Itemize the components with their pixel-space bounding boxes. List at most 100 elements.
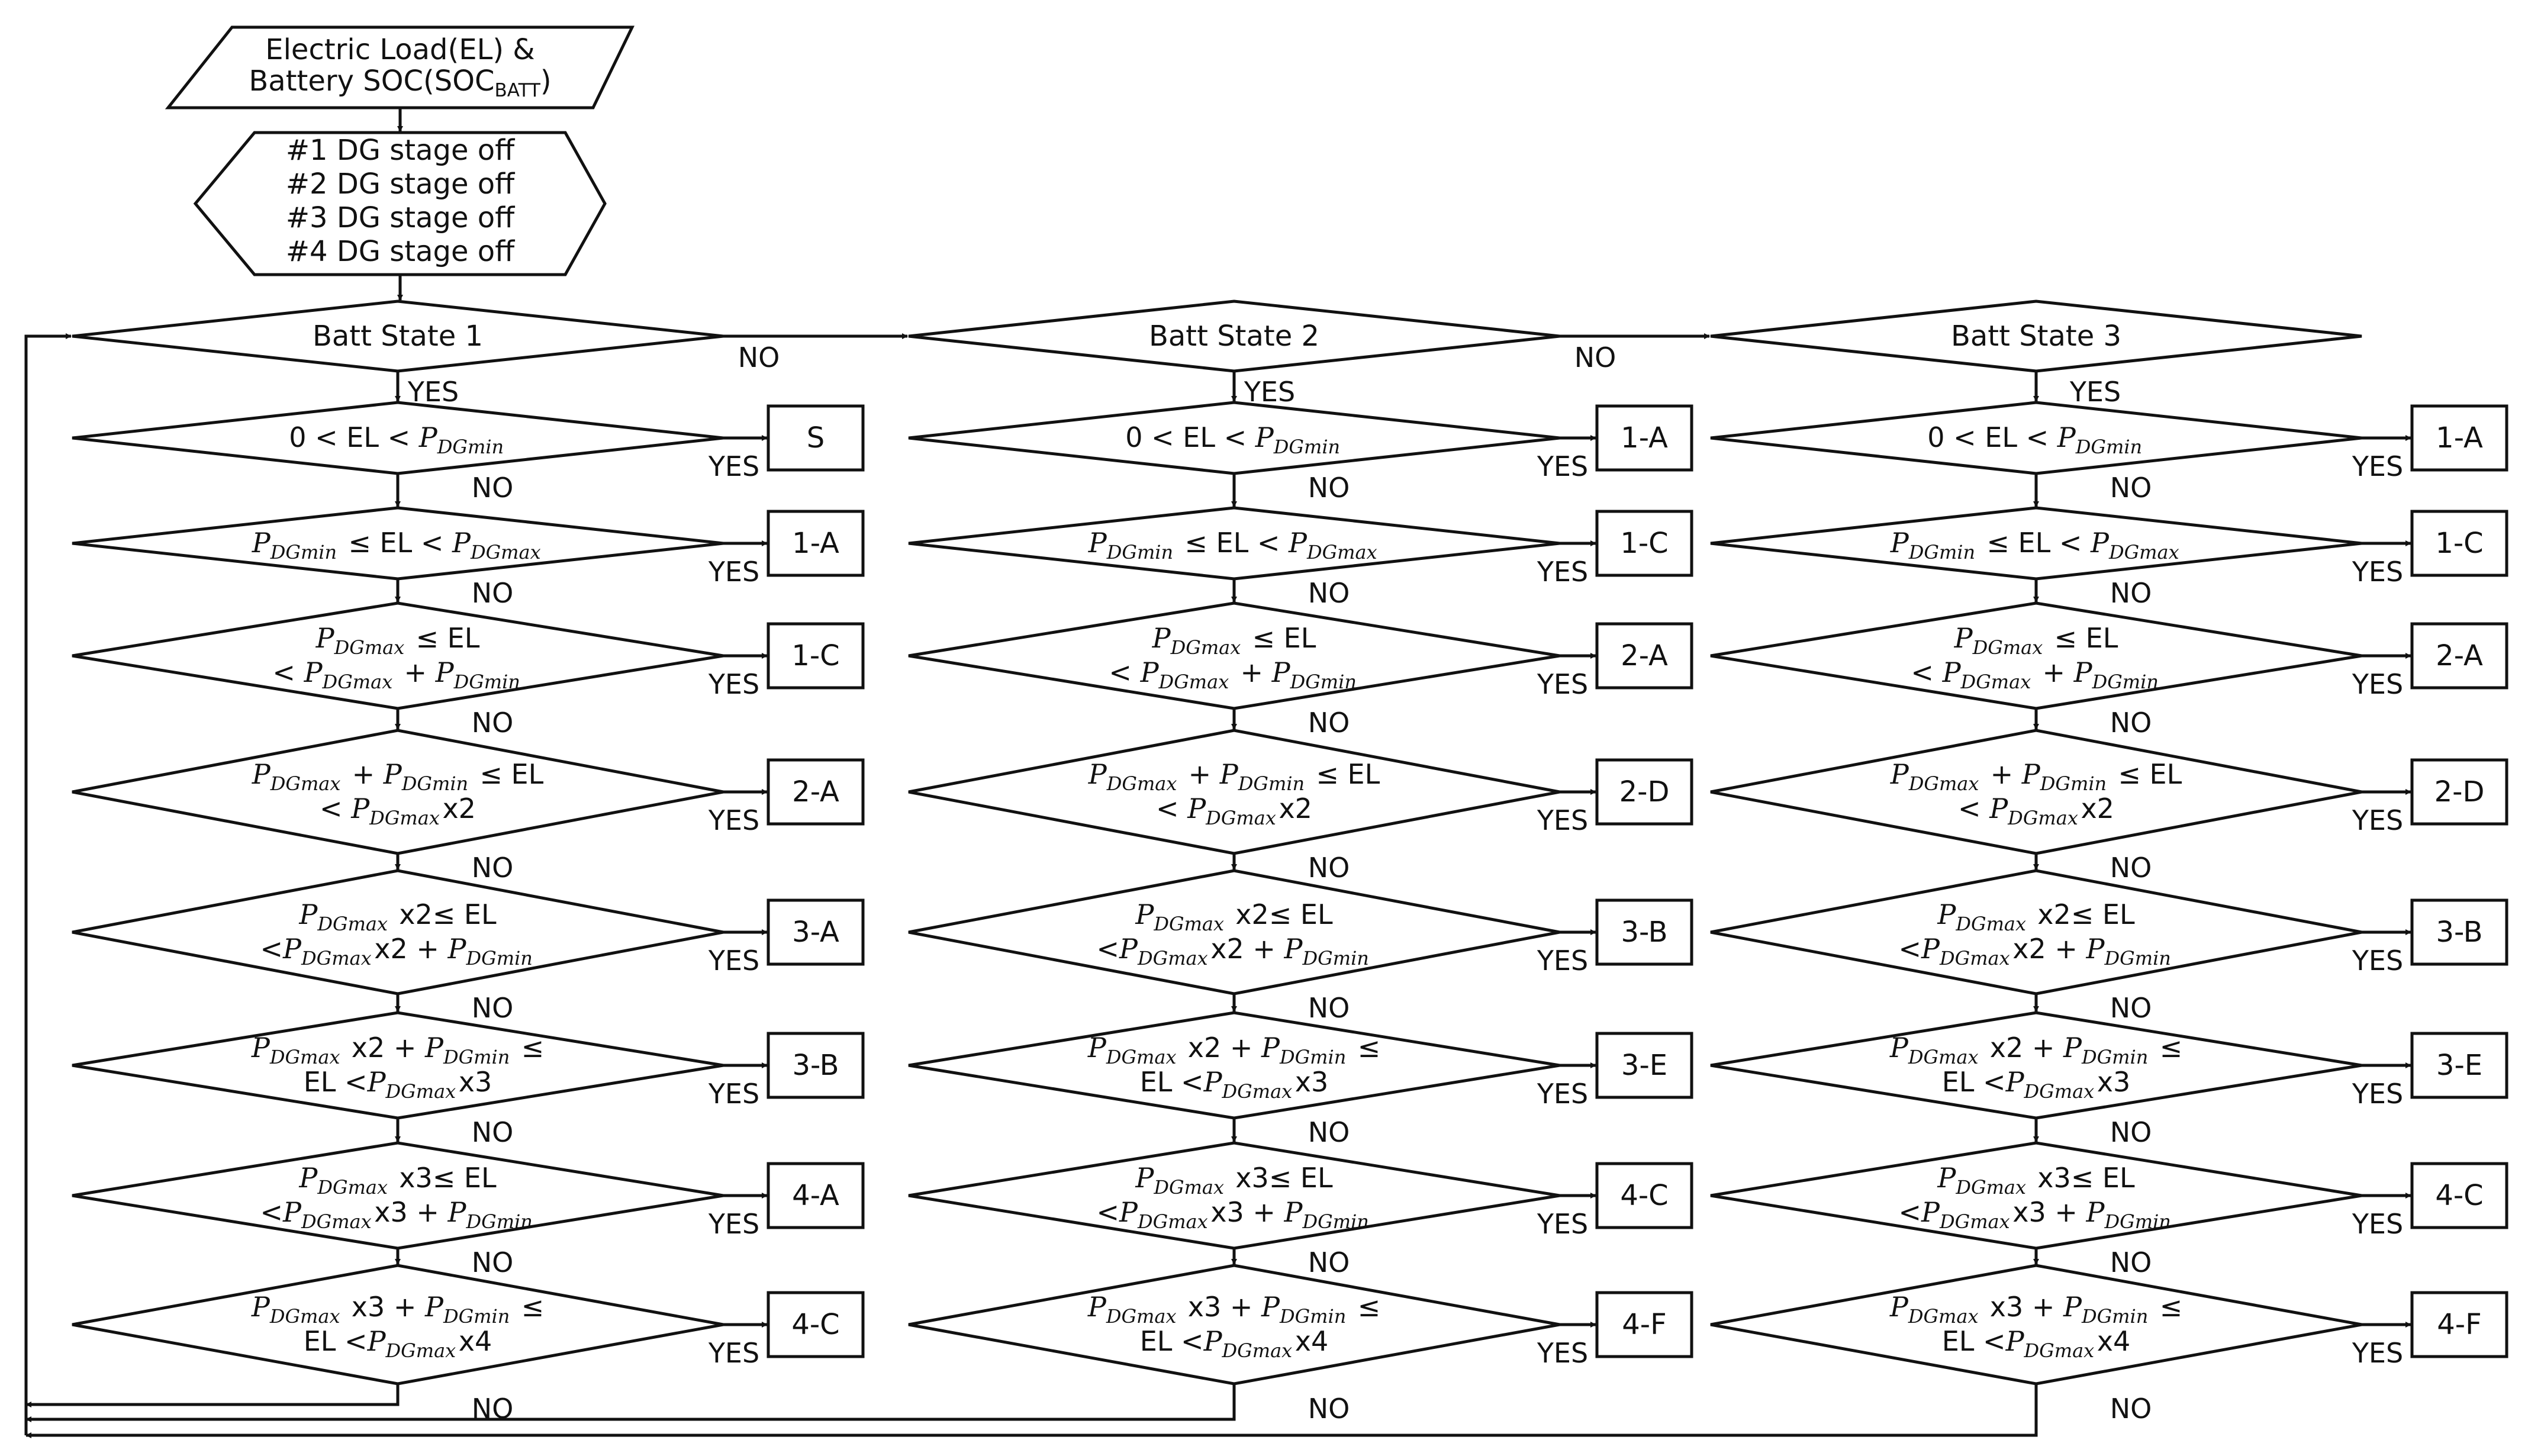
- loop-back-s1: [25, 1384, 400, 1407]
- input-line-2: Battery SOC(SOCBATT): [249, 65, 551, 101]
- outcome-box-s2-r2: [1595, 510, 1693, 577]
- state-1-no-label: NO: [738, 342, 780, 373]
- condition-text-s1-r3: PDGmax ≤ EL< PDGmax + PDGmin: [272, 622, 523, 693]
- batt-state-1-label: Batt State 1: [313, 320, 483, 353]
- condition-text-s1-r2: PDGmin ≤ EL < PDGmax: [252, 527, 543, 563]
- yes-label-s1-r7: YES: [708, 1208, 759, 1240]
- outcome-box-s2-r8: [1595, 1291, 1693, 1358]
- outcome-box-s3-r2: [2410, 510, 2508, 577]
- outcome-box-s1-r4: [767, 758, 865, 826]
- condition-text-s3-r2: PDGmin ≤ EL < PDGmax: [1890, 527, 2182, 563]
- batt-state-3-diamond: [1710, 299, 2362, 373]
- condition-text-s2-r6: PDGmax x2 + PDGmin ≤EL <PDGmax x3: [1087, 1032, 1380, 1103]
- final-no-label-s3: NO: [2110, 1393, 2152, 1425]
- outcome-label-s1-r1: S: [807, 421, 825, 455]
- condition-text-s2-r8: PDGmax x3 + PDGmin ≤EL <PDGmax x4: [1087, 1291, 1380, 1362]
- outcome-box-s3-r3: [2410, 622, 2508, 690]
- outcome-box-s2-r6: [1595, 1032, 1693, 1099]
- no-label-s2-r1: NO: [1308, 472, 1350, 504]
- no-label-s1-r4: NO: [472, 852, 514, 884]
- condition-diamond-s2-r8: [908, 1264, 1560, 1386]
- outcome-box-s2-r5: [1595, 898, 1693, 966]
- init-line-4: #4 DG stage off: [286, 235, 515, 268]
- outcome-box-s3-r4: [2410, 758, 2508, 826]
- yes-label-s3-r5: YES: [2352, 945, 2403, 977]
- state-3-yes-label: YES: [2069, 376, 2121, 408]
- condition-text-s1-r7: PDGmax x3≤ EL<PDGmax x3 + PDGmin: [260, 1162, 535, 1233]
- init-node: #1 DG stage off #2 DG stage off #3 DG st…: [193, 131, 607, 276]
- final-no-label-s2: NO: [1308, 1393, 1350, 1425]
- no-label-s3-r5: NO: [2110, 992, 2152, 1024]
- outcome-box-s1-r8: [767, 1291, 865, 1358]
- outcome-label-s2-r2: 1-C: [1620, 527, 1668, 560]
- outcome-label-s3-r7: 4-C: [2435, 1179, 2483, 1212]
- condition-diamond-s1-r7: [72, 1141, 724, 1250]
- outcome-label-s3-r6: 3-E: [2436, 1049, 2482, 1082]
- no-label-s2-r6: NO: [1308, 1116, 1350, 1148]
- yes-label-s1-r4: YES: [708, 804, 759, 836]
- outcome-label-s3-r3: 2-A: [2436, 639, 2483, 672]
- condition-text-s1-r6: PDGmax x2 + PDGmin ≤EL <PDGmax x3: [251, 1032, 544, 1103]
- condition-diamond-s3-r4: [1710, 729, 2362, 855]
- condition-text-s2-r2: PDGmin ≤ EL < PDGmax: [1088, 527, 1380, 563]
- state-2-yes-label: YES: [1244, 376, 1295, 408]
- yes-label-s3-r3: YES: [2352, 668, 2403, 700]
- condition-text-s1-r5: PDGmax x2≤ EL<PDGmax x2 + PDGmin: [260, 898, 535, 969]
- yes-label-s1-r2: YES: [708, 556, 759, 588]
- yes-label-s2-r4: YES: [1537, 804, 1588, 836]
- condition-text-s3-r4: PDGmax + PDGmin ≤ EL< PDGmax x2: [1890, 758, 2182, 829]
- connectors: [24, 108, 403, 1435]
- outcome-box-s2-r7: [1595, 1162, 1693, 1229]
- outcome-box-s2-r3: [1595, 622, 1693, 690]
- yes-label-s2-r6: YES: [1537, 1078, 1588, 1110]
- outcome-box-s1-r2: [767, 510, 865, 577]
- condition-text-s2-r7: PDGmax x3≤ EL<PDGmax x3 + PDGmin: [1096, 1162, 1371, 1233]
- input-parallelogram: [165, 25, 635, 109]
- outcome-label-s2-r7: 4-C: [1620, 1179, 1668, 1212]
- yes-label-s3-r2: YES: [2352, 556, 2403, 588]
- outcome-label-s2-r8: 4-F: [1622, 1308, 1666, 1341]
- outcome-label-s1-r8: 4-C: [791, 1308, 839, 1341]
- input-node: Electric Load(EL) & Battery SOC(SOCBATT): [165, 25, 635, 109]
- no-label-s1-r6: NO: [472, 1116, 514, 1148]
- condition-text-s3-r3: PDGmax ≤ EL< PDGmax + PDGmin: [1911, 622, 2161, 693]
- outcome-label-s3-r4: 2-D: [2434, 775, 2485, 808]
- init-line-1: #1 DG stage off: [286, 134, 515, 167]
- condition-diamond-s2-r7: [908, 1141, 1560, 1250]
- outcome-label-s3-r2: 1-C: [2435, 527, 2483, 560]
- yes-label-s3-r7: YES: [2352, 1208, 2403, 1240]
- outcome-box-s2-r1: [1595, 404, 1693, 472]
- condition-diamond-s2-r5: [908, 869, 1560, 996]
- outcome-label-s1-r3: 1-C: [791, 639, 839, 672]
- outcome-label-s3-r5: 3-B: [2436, 916, 2482, 949]
- outcome-label-s2-r6: 3-E: [1621, 1049, 1667, 1082]
- condition-diamond-s1-r5: [72, 869, 724, 996]
- outcome-box-s1-r7: [767, 1162, 865, 1229]
- state-2-no-label: NO: [1574, 342, 1616, 373]
- outcome-box-s1-r1: [767, 404, 865, 472]
- condition-diamond-s2-r4: [908, 729, 1560, 855]
- no-label-s1-r7: NO: [472, 1246, 514, 1278]
- no-label-s1-r2: NO: [472, 577, 514, 609]
- no-label-s3-r2: NO: [2110, 577, 2152, 609]
- outcome-label-s1-r2: 1-A: [792, 527, 839, 560]
- yes-label-s1-r6: YES: [708, 1078, 759, 1110]
- yes-label-s2-r3: YES: [1537, 668, 1588, 700]
- outcome-box-s1-r5: [767, 898, 865, 966]
- condition-text-s2-r3: PDGmax ≤ EL< PDGmax + PDGmin: [1109, 622, 1359, 693]
- init-hexagon: [193, 131, 607, 276]
- loop-back-s3: [25, 1384, 2038, 1438]
- outcome-label-s2-r3: 2-A: [1621, 639, 1668, 672]
- yes-label-s1-r3: YES: [708, 668, 759, 700]
- condition-text-s1-r4: PDGmax + PDGmin ≤ EL< PDGmax x2: [252, 758, 544, 829]
- outcome-box-s1-r6: [767, 1032, 865, 1099]
- condition-diamond-s1-r4: [72, 729, 724, 855]
- yes-label-s3-r1: YES: [2352, 450, 2403, 482]
- yes-label-s3-r4: YES: [2352, 804, 2403, 836]
- no-label-s3-r4: NO: [2110, 852, 2152, 884]
- no-label-s3-r6: NO: [2110, 1116, 2152, 1148]
